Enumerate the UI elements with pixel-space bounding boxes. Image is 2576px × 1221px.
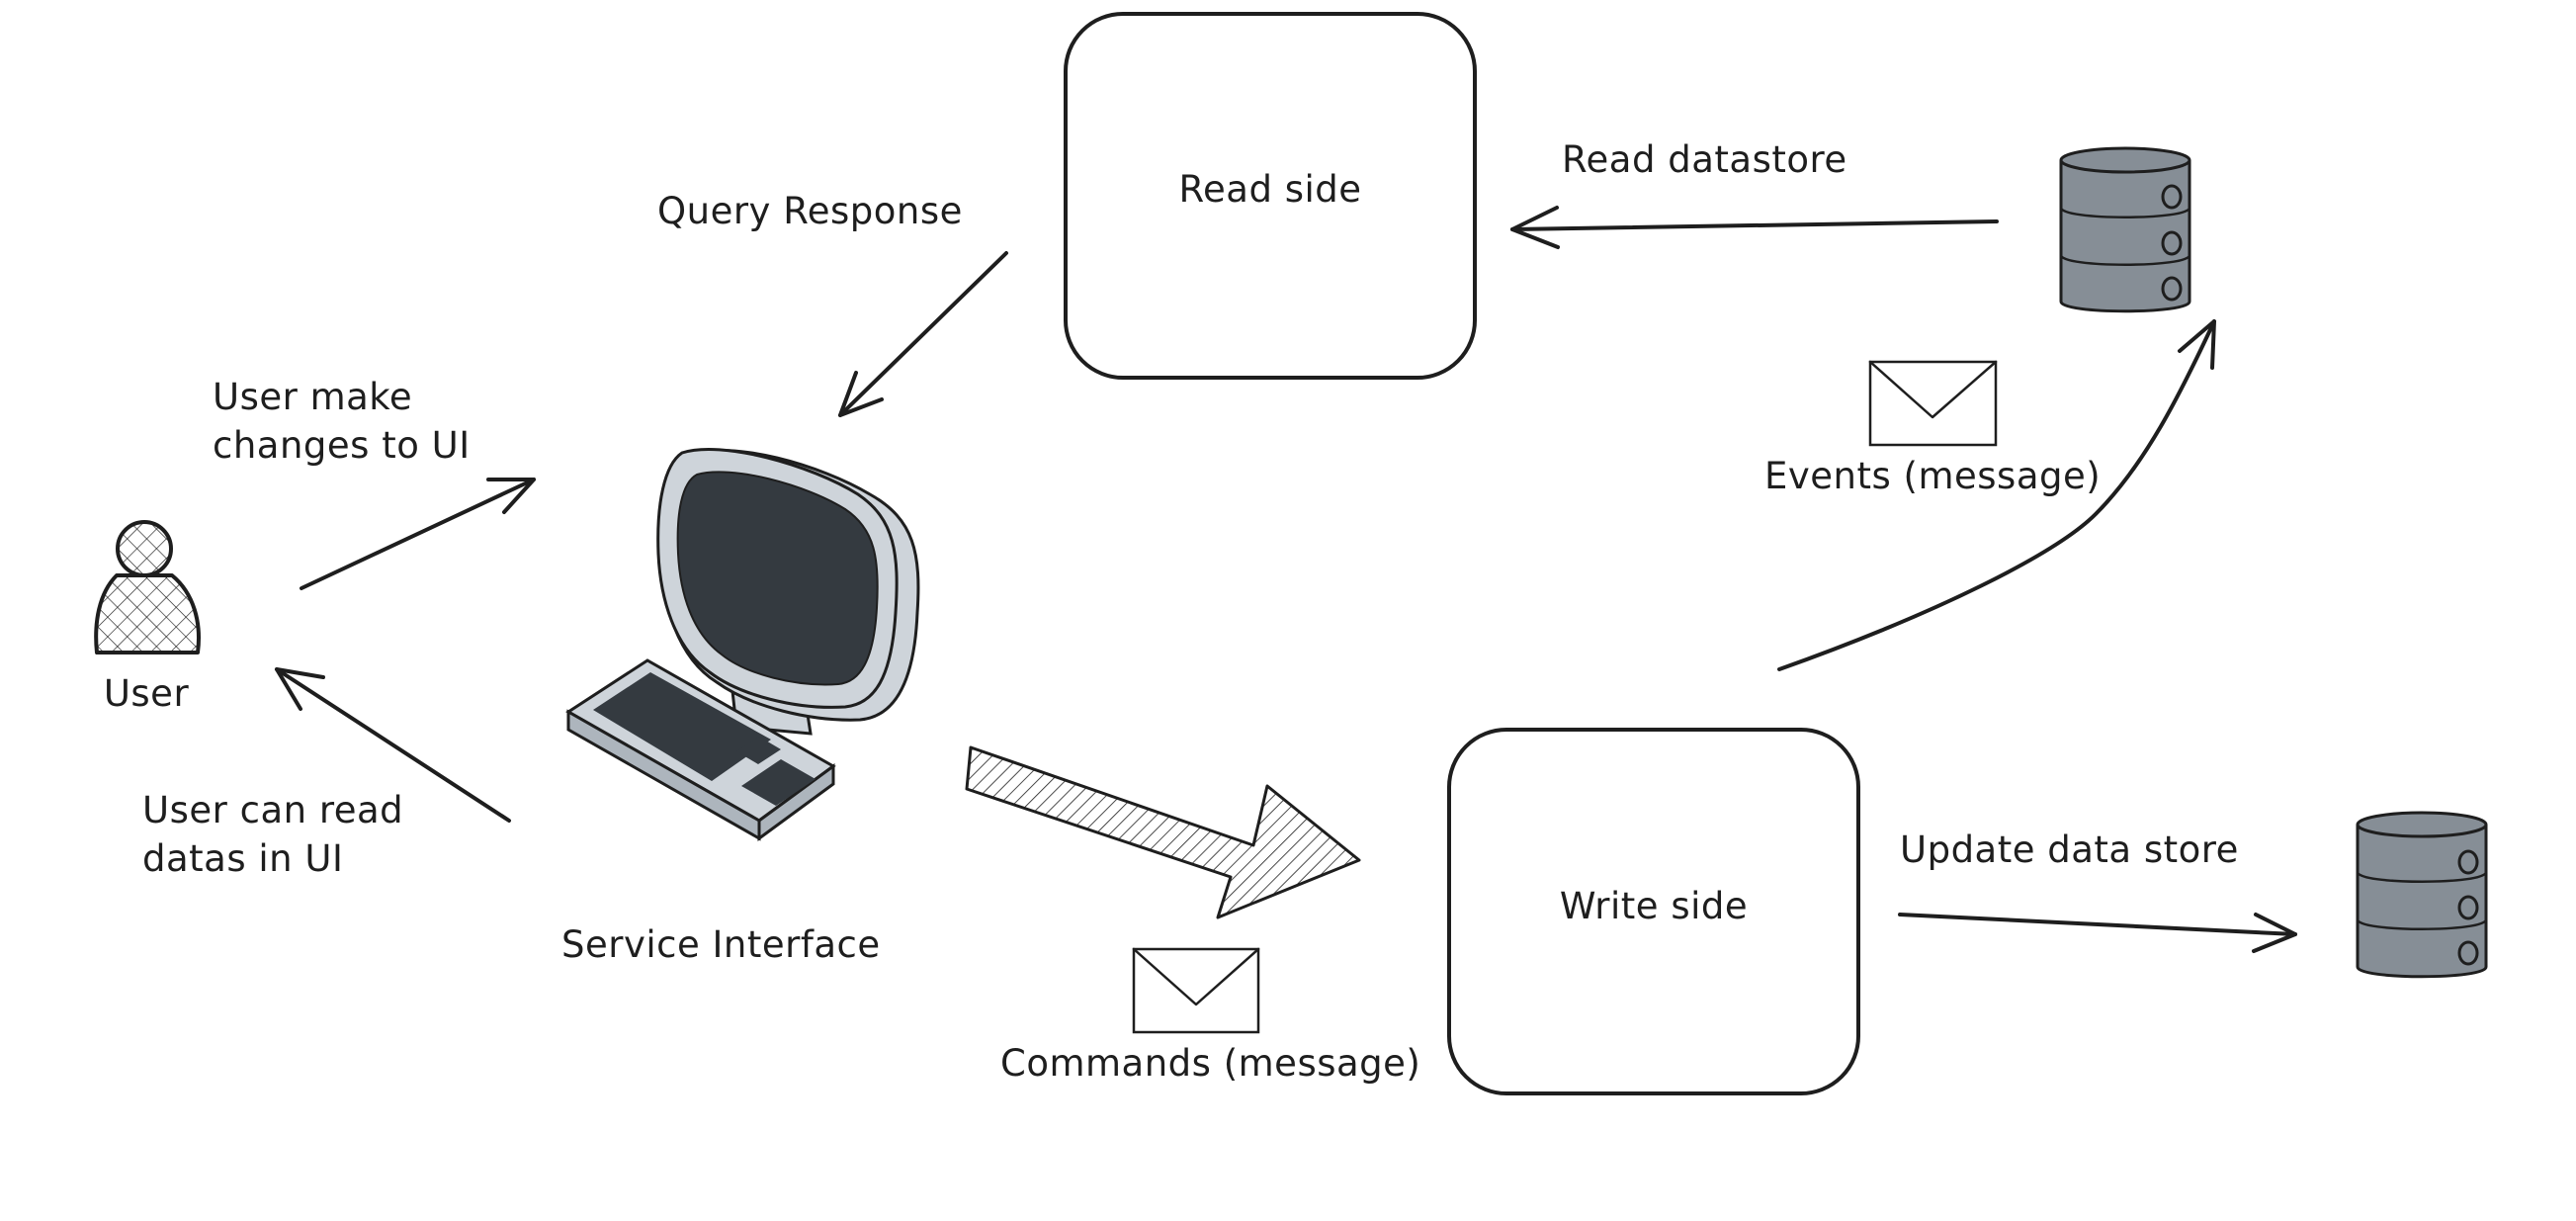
commands-label: Commands (message): [1000, 1042, 1421, 1085]
envelope-icon-events: [1868, 360, 1998, 447]
read-datastore-arrow: [1510, 206, 1999, 249]
database-icon-write: [2356, 811, 2488, 979]
user-make-changes-label-line1: User make: [213, 376, 413, 418]
computer-icon: [565, 448, 920, 841]
write-side-label: Write side: [1559, 885, 1749, 927]
envelope-icon-commands: [1132, 947, 1260, 1034]
update-data-store-arrow: [1898, 913, 2297, 953]
commands-arrow: [965, 745, 1361, 919]
user-label: User: [103, 672, 190, 715]
read-datastore-label: Read datastore: [1562, 138, 1847, 181]
query-response-label: Query Response: [657, 190, 963, 232]
update-data-store-label: Update data store: [1900, 829, 2239, 871]
events-arrow: [1777, 319, 2216, 671]
events-label: Events (message): [1764, 455, 2102, 497]
database-icon-read: [2059, 146, 2191, 313]
user-can-read-label-line1: User can read: [142, 789, 404, 831]
user-can-read-label-line2: datas in UI: [142, 837, 344, 880]
read-side-label: Read side: [1178, 168, 1362, 211]
user-can-read-arrow: [275, 667, 511, 823]
read-side-box[interactable]: [1064, 12, 1477, 380]
person-icon: [94, 520, 201, 654]
user-make-changes-arrow: [300, 478, 536, 590]
write-side-box[interactable]: [1447, 728, 1860, 1095]
query-response-arrow: [838, 251, 1008, 417]
service-interface-label: Service Interface: [561, 923, 881, 966]
user-make-changes-label-line2: changes to UI: [213, 424, 471, 467]
